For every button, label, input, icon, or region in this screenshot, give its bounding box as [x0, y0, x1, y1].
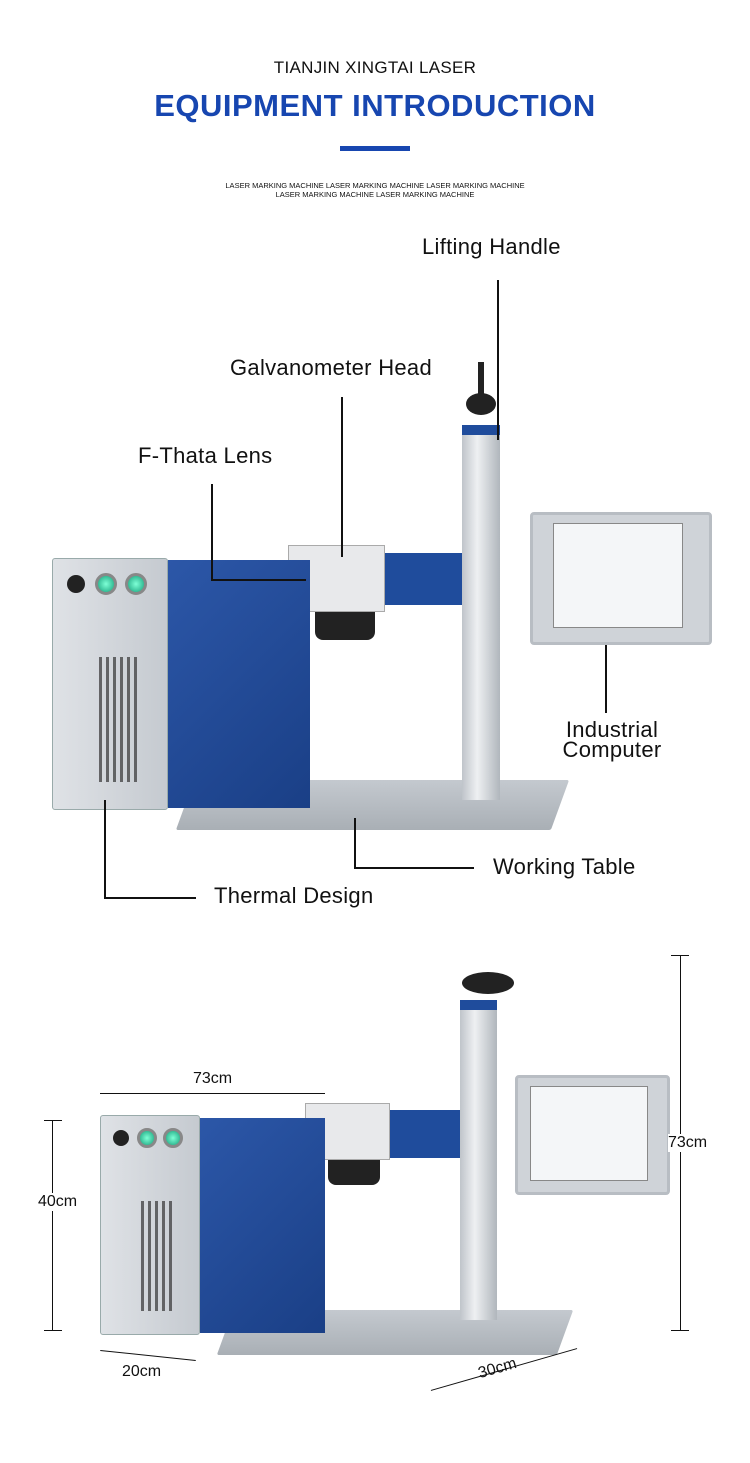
tagline-line-2: LASER MARKING MACHINE LASER MARKING MACH… — [275, 190, 475, 199]
leader-line — [354, 818, 356, 868]
column-cap — [460, 1000, 497, 1010]
label-industrial-computer: Industrial Computer — [560, 717, 664, 762]
column — [462, 425, 500, 800]
label-line: Computer — [562, 737, 662, 762]
label-line: Industrial — [565, 717, 659, 742]
dimension-line-box-depth — [100, 1349, 196, 1362]
monitor — [530, 512, 712, 645]
leader-line — [211, 484, 213, 580]
leader-line — [341, 397, 343, 557]
lifting-handle-wheel — [462, 972, 514, 994]
controller-side — [200, 1118, 325, 1333]
leader-line — [104, 897, 196, 899]
monitor-screen — [530, 1086, 648, 1181]
controller-front — [100, 1115, 200, 1335]
dimension-box-depth: 20cm — [122, 1363, 162, 1380]
dimension-tick — [44, 1330, 62, 1331]
dimension-tick — [671, 955, 689, 956]
dimension-tick — [44, 1120, 62, 1121]
label-lifting-handle: Lifting Handle — [422, 234, 561, 259]
laser-indicator — [95, 573, 117, 595]
leader-line — [211, 579, 306, 581]
thermal-vent — [141, 1201, 173, 1311]
power-knob — [113, 1130, 129, 1146]
lifting-handle-grip — [478, 362, 484, 398]
monitor — [515, 1075, 670, 1195]
company-name: TIANJIN XINGTAI LASER — [273, 58, 477, 77]
tagline: LASER MARKING MACHINE LASER MARKING MACH… — [0, 181, 750, 199]
leader-line — [497, 280, 499, 440]
laser-indicator — [137, 1128, 157, 1148]
controller-front — [52, 558, 168, 810]
f-theta-lens — [328, 1160, 380, 1185]
lifting-handle-wheel — [466, 393, 496, 415]
galvo-indicator — [125, 573, 147, 595]
label-working-table: Working Table — [493, 854, 636, 879]
leader-line — [104, 800, 106, 898]
label-f-theta-lens: F-Thata Lens — [138, 443, 273, 468]
dimension-line-width — [100, 1093, 325, 1094]
thermal-vent — [99, 657, 137, 782]
tagline-line-1: LASER MARKING MACHINE LASER MARKING MACH… — [225, 181, 525, 190]
monitor-screen — [553, 523, 683, 628]
page-title: EQUIPMENT INTRODUCTION — [154, 88, 596, 123]
dimension-table-depth: 30cm — [476, 1354, 519, 1383]
leader-line — [605, 645, 607, 713]
galvo-indicator — [163, 1128, 183, 1148]
dimension-box-height: 40cm — [38, 1193, 78, 1211]
dimension-width: 73cm — [193, 1070, 233, 1087]
dimension-tick — [671, 1330, 689, 1331]
controller-side — [168, 560, 310, 808]
arm — [385, 553, 462, 605]
label-thermal-design: Thermal Design — [214, 883, 374, 908]
column-cap — [462, 425, 500, 435]
title-underline — [340, 146, 410, 151]
leader-line — [354, 867, 474, 869]
power-knob — [67, 575, 85, 593]
dimension-total-height: 73cm — [668, 1134, 708, 1152]
f-theta-lens — [315, 612, 375, 640]
column — [460, 1000, 497, 1320]
dimension-line-box-height — [52, 1120, 53, 1330]
arm — [390, 1110, 460, 1158]
label-galvanometer-head: Galvanometer Head — [230, 355, 432, 380]
